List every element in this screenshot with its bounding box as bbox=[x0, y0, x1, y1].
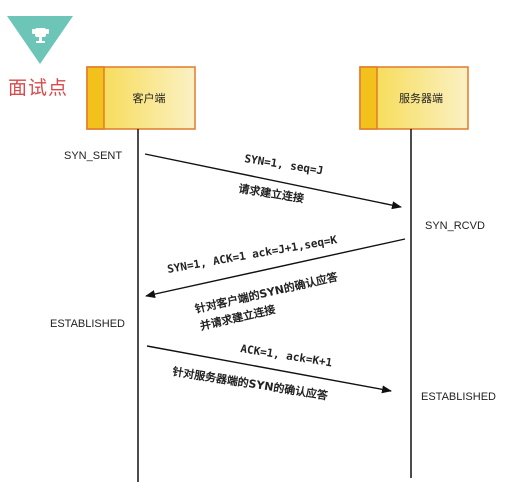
state-client-established: ESTABLISHED bbox=[50, 318, 125, 330]
server-label: 服务器端 bbox=[399, 92, 443, 105]
syn-ack-params: SYN=1, ACK=1 ack=J+1,seq=K bbox=[166, 233, 338, 276]
client-box: 客户端 bbox=[86, 66, 196, 130]
message-ack: ACK=1, ack=K+1 针对服务器端的SYN的确认应答 bbox=[146, 342, 392, 403]
badge bbox=[7, 16, 73, 64]
ack-desc: 针对服务器端的SYN的确认应答 bbox=[172, 364, 330, 403]
badge-label: 面试点 bbox=[8, 77, 69, 99]
arrow-syn bbox=[144, 153, 402, 210]
trophy-icon bbox=[32, 28, 49, 43]
message-syn-ack: SYN=1, ACK=1 ack=J+1,seq=K 针对客户端的SYN的确认应… bbox=[145, 233, 406, 333]
arrow-syn-ack bbox=[145, 238, 406, 298]
state-syn-rcvd: SYN_RCVD bbox=[425, 220, 485, 232]
syn-params: SYN=1, seq=J bbox=[244, 152, 325, 177]
message-syn: SYN=1, seq=J 请求建立连接 bbox=[144, 152, 402, 210]
state-server-established: ESTABLISHED bbox=[421, 391, 496, 403]
state-syn-sent: SYN_SENT bbox=[64, 150, 123, 162]
arrow-ack bbox=[146, 345, 392, 394]
client-label: 客户端 bbox=[133, 91, 166, 105]
server-box: 服务器端 bbox=[359, 66, 469, 130]
